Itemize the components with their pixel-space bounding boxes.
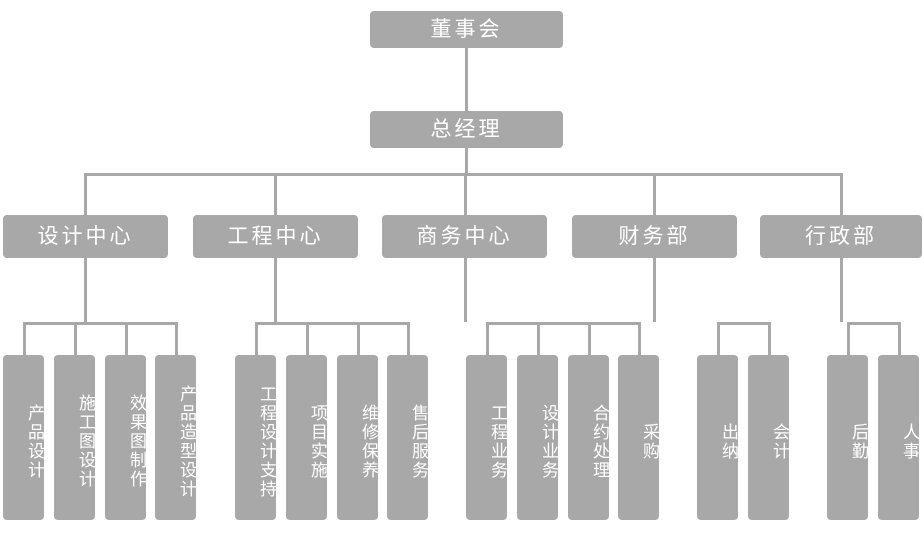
node-project-implementation[interactable]: 项目实施 — [286, 355, 327, 520]
node-general-manager[interactable]: 总经理 — [370, 111, 563, 148]
node-contract-handling[interactable]: 合约处理 — [568, 355, 609, 520]
node-cashier[interactable]: 出纳 — [697, 355, 738, 520]
node-admin-department[interactable]: 行政部 — [760, 215, 922, 258]
connector-business-child-4 — [638, 322, 641, 355]
connector-engineering-child-1 — [255, 322, 258, 355]
connector-finance-child-1 — [717, 322, 720, 355]
node-human-resources[interactable]: 人事 — [878, 355, 919, 520]
connector-drop-engineering — [274, 173, 277, 215]
node-rendering-production[interactable]: 效果图制作 — [105, 355, 146, 520]
connector-drop-design — [84, 173, 87, 215]
connector-business-child-3 — [588, 322, 591, 355]
node-board-of-directors[interactable]: 董事会 — [370, 11, 563, 48]
node-maintenance-upkeep[interactable]: 维修保养 — [337, 355, 378, 520]
connector-drop-admin — [840, 173, 843, 215]
connector-business-stem — [464, 258, 467, 322]
node-design-business[interactable]: 设计业务 — [517, 355, 558, 520]
connector-design-child-4 — [175, 322, 178, 355]
node-accounting[interactable]: 会计 — [748, 355, 789, 520]
node-product-design[interactable]: 产品设计 — [3, 355, 44, 520]
node-product-modeling-design[interactable]: 产品造型设计 — [155, 355, 196, 520]
connector-engineering-child-2 — [306, 322, 309, 355]
connector-engineering-bus — [255, 322, 410, 325]
connector-gm-stem — [465, 148, 468, 173]
connector-design-child-1 — [23, 322, 26, 355]
connector-engineering-child-3 — [357, 322, 360, 355]
connector-finance-stem — [653, 258, 656, 322]
connector-design-bus — [23, 322, 178, 325]
node-design-center[interactable]: 设计中心 — [3, 215, 168, 258]
connector-board-to-gm — [465, 48, 468, 111]
connector-design-child-3 — [125, 322, 128, 355]
node-engineering-business[interactable]: 工程业务 — [466, 355, 507, 520]
node-procurement[interactable]: 采购 — [618, 355, 659, 520]
connector-drop-business — [464, 173, 467, 215]
connector-engineering-stem — [274, 258, 277, 322]
node-business-center[interactable]: 商务中心 — [382, 215, 547, 258]
connector-business-child-1 — [486, 322, 489, 355]
connector-finance-child-2 — [768, 322, 771, 355]
connector-design-stem — [84, 258, 87, 322]
connector-tier2-bus — [84, 173, 843, 176]
connector-admin-bus — [847, 322, 901, 325]
node-construction-drawing-design[interactable]: 施工图设计 — [54, 355, 95, 520]
node-engineering-center[interactable]: 工程中心 — [193, 215, 358, 258]
connector-drop-finance — [653, 173, 656, 215]
connector-business-child-2 — [537, 322, 540, 355]
connector-engineering-child-4 — [407, 322, 410, 355]
connector-business-bus — [486, 322, 641, 325]
node-after-sales-service[interactable]: 售后服务 — [387, 355, 428, 520]
connector-admin-child-2 — [898, 322, 901, 355]
connector-design-child-2 — [74, 322, 77, 355]
node-engineering-design-support[interactable]: 工程设计支持 — [235, 355, 276, 520]
node-logistics[interactable]: 后勤 — [827, 355, 868, 520]
connector-admin-child-1 — [847, 322, 850, 355]
connector-admin-stem — [840, 258, 843, 322]
node-finance-department[interactable]: 财务部 — [572, 215, 737, 258]
connector-finance-bus — [717, 322, 771, 325]
